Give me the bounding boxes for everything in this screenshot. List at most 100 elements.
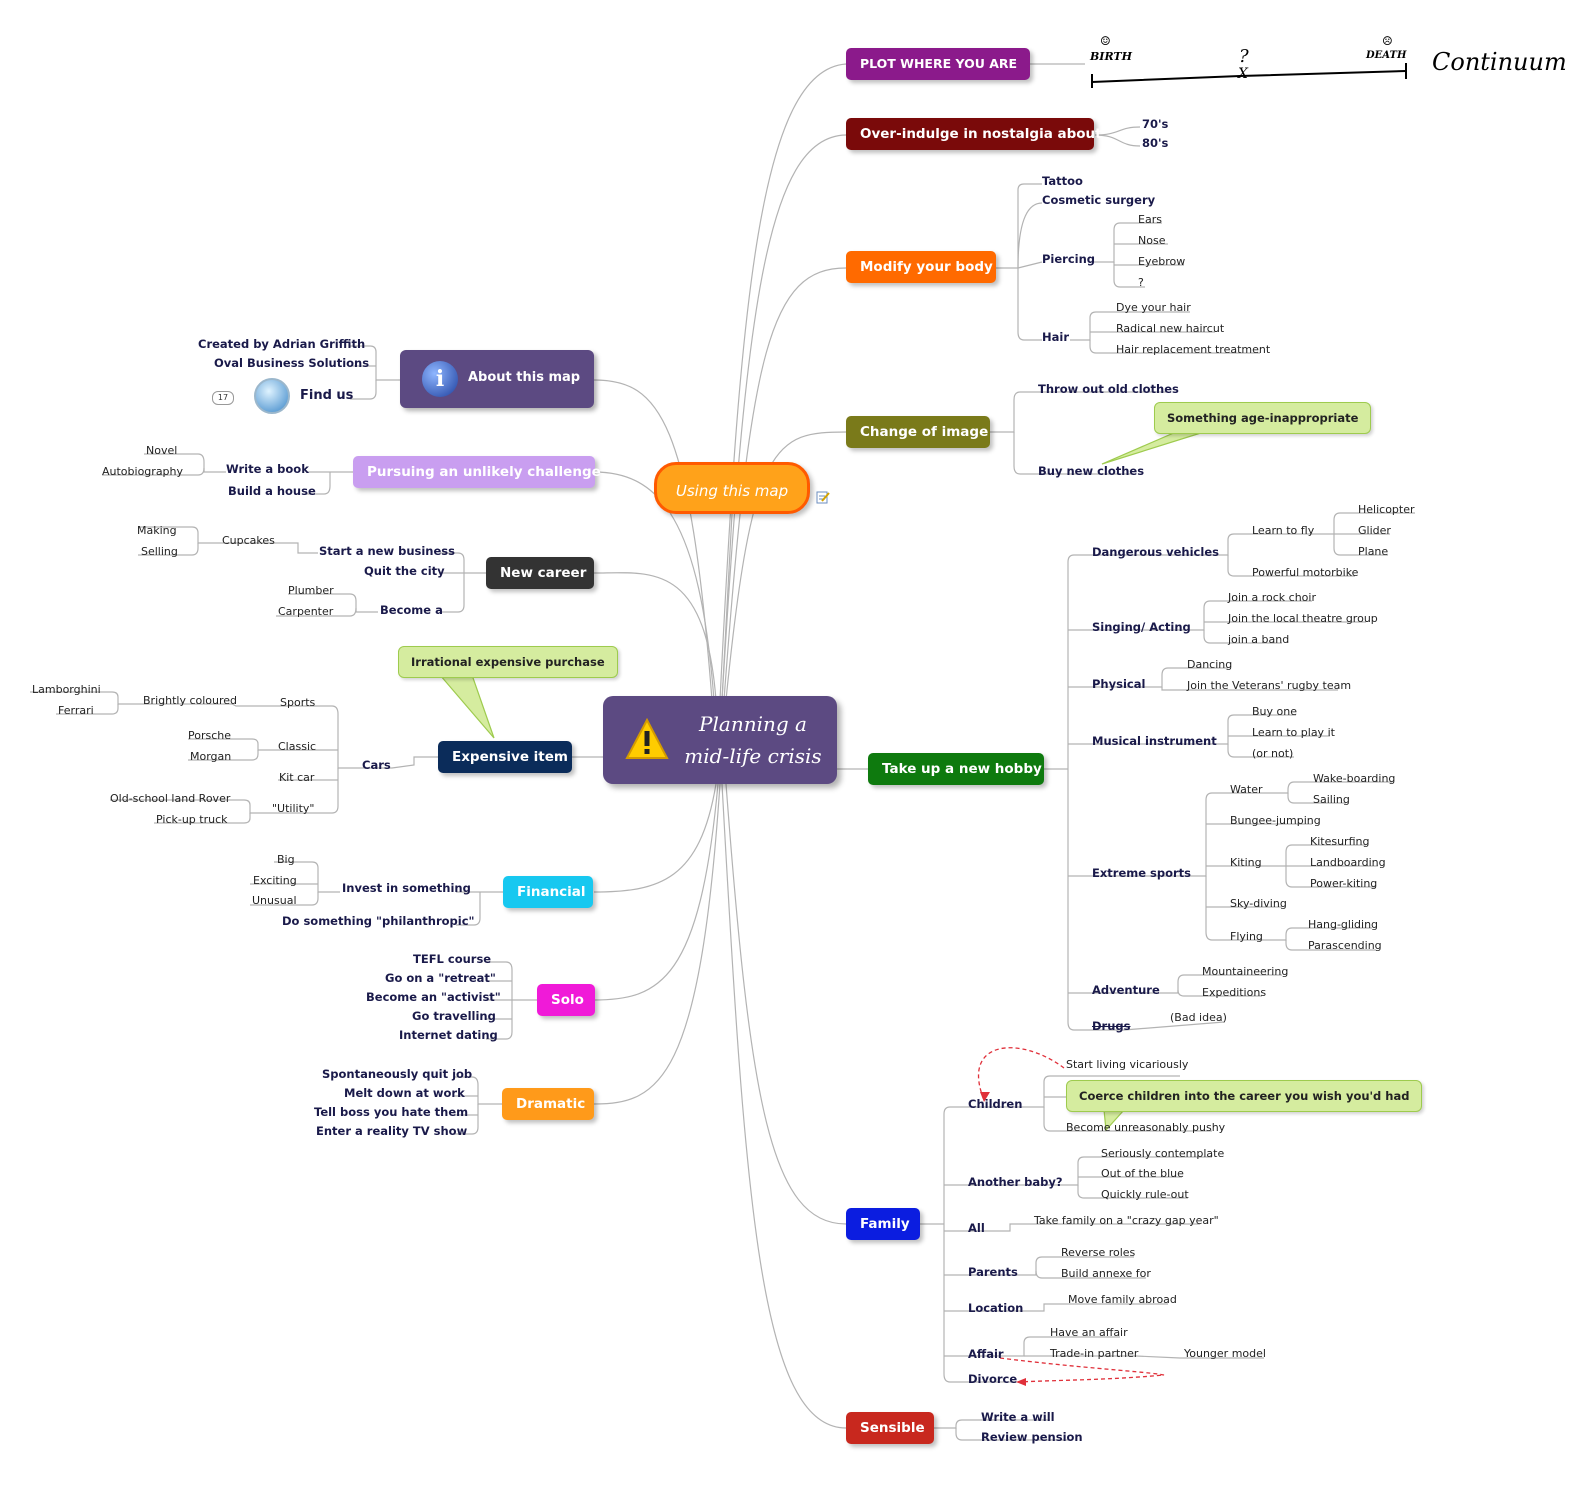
all-item[interactable]: All: [968, 1221, 985, 1235]
piercing-eyebrow[interactable]: Eyebrow: [1138, 255, 1186, 268]
become-plumber[interactable]: Plumber: [288, 584, 334, 597]
solo-branch[interactable]: Solo: [537, 984, 595, 1016]
cars-item[interactable]: Cars: [362, 758, 391, 772]
classic-porsche[interactable]: Porsche: [188, 729, 232, 742]
all-gap-year[interactable]: Take family on a "crazy gap year": [1034, 1214, 1219, 1227]
about-branch[interactable]: i About this map: [400, 350, 594, 408]
using-map-node[interactable]: Using this map: [654, 462, 810, 514]
hair-radical[interactable]: Radical new haircut: [1116, 322, 1225, 335]
solo-travelling[interactable]: Go travelling: [412, 1009, 496, 1023]
children-vicariously[interactable]: Start living vicariously: [1066, 1058, 1189, 1071]
dramatic-tell-boss[interactable]: Tell boss you hate them: [314, 1105, 469, 1119]
current-position-marker[interactable]: X: [1238, 66, 1248, 82]
piercing-other[interactable]: ?: [1138, 276, 1144, 289]
affair-have[interactable]: Have an affair: [1050, 1326, 1128, 1339]
water-wakeboarding[interactable]: Wake-boarding: [1313, 772, 1396, 785]
utility-pickup[interactable]: Pick-up truck: [156, 813, 228, 826]
cosmetic-surgery-item[interactable]: Cosmetic surgery: [1042, 193, 1156, 207]
drugs-item[interactable]: Drugs: [1092, 1019, 1131, 1033]
fly-glider[interactable]: Glider: [1358, 524, 1391, 537]
drugs-bad-idea[interactable]: (Bad idea): [1170, 1011, 1227, 1024]
flying-parascending[interactable]: Parascending: [1308, 939, 1382, 952]
children-pushy[interactable]: Become unreasonably pushy: [1066, 1121, 1226, 1134]
kiting-landboarding[interactable]: Landboarding: [1310, 856, 1386, 869]
parents-reverse-roles[interactable]: Reverse roles: [1061, 1246, 1136, 1259]
musical-buy[interactable]: Buy one: [1252, 705, 1297, 718]
family-branch[interactable]: Family: [846, 1208, 920, 1240]
image-branch[interactable]: Change of image: [846, 416, 990, 448]
kiting-kitesurfing[interactable]: Kitesurfing: [1310, 835, 1370, 848]
piercing-ears[interactable]: Ears: [1138, 213, 1162, 226]
dramatic-quit-job[interactable]: Spontaneously quit job: [322, 1067, 473, 1081]
note-edit-icon[interactable]: [816, 490, 830, 504]
another-baby-item[interactable]: Another baby?: [968, 1175, 1063, 1189]
dangerous-vehicles-item[interactable]: Dangerous vehicles: [1092, 545, 1219, 559]
invest-exciting[interactable]: Exciting: [253, 874, 297, 887]
compass-icon[interactable]: [254, 378, 290, 414]
children-item[interactable]: Children: [968, 1097, 1023, 1111]
sensible-will[interactable]: Write a will: [981, 1410, 1055, 1424]
kiting-powerkiting[interactable]: Power-kiting: [1310, 877, 1378, 890]
cars-classic[interactable]: Classic: [278, 740, 317, 753]
dramatic-branch[interactable]: Dramatic: [502, 1088, 594, 1120]
throw-old-clothes-item[interactable]: Throw out old clothes: [1038, 382, 1179, 396]
extreme-flying[interactable]: Flying: [1230, 930, 1263, 943]
challenge-branch[interactable]: Pursuing an unlikely challenge: [353, 456, 601, 488]
hair-replacement[interactable]: Hair replacement treatment: [1116, 343, 1271, 356]
invest-unusual[interactable]: Unusual: [252, 894, 297, 907]
buy-new-clothes-item[interactable]: Buy new clothes: [1038, 464, 1145, 478]
become-carpenter[interactable]: Carpenter: [278, 605, 334, 618]
motorbike-item[interactable]: Powerful motorbike: [1252, 566, 1359, 579]
dramatic-melt-down[interactable]: Melt down at work: [344, 1086, 465, 1100]
fly-plane[interactable]: Plane: [1358, 545, 1389, 558]
invest-item[interactable]: Invest in something: [342, 881, 471, 895]
central-topic[interactable]: Planning a mid-life crisis: [603, 696, 837, 784]
physical-dancing[interactable]: Dancing: [1187, 658, 1233, 671]
cupcakes-item[interactable]: Cupcakes: [222, 534, 275, 547]
financial-branch[interactable]: Financial: [503, 876, 593, 908]
solo-internet-dating[interactable]: Internet dating: [399, 1028, 498, 1042]
cupcakes-making[interactable]: Making: [137, 524, 177, 537]
fly-helicopter[interactable]: Helicopter: [1358, 503, 1415, 516]
body-branch[interactable]: Modify your body: [846, 251, 996, 283]
physical-item[interactable]: Physical: [1092, 677, 1146, 691]
nostalgia-branch[interactable]: Over-indulge in nostalgia about: [846, 118, 1102, 150]
affair-item[interactable]: Affair: [968, 1347, 1004, 1361]
affair-trade-in[interactable]: Trade-in partner: [1050, 1347, 1139, 1360]
adventure-item[interactable]: Adventure: [1092, 983, 1160, 997]
invest-big[interactable]: Big: [277, 853, 295, 866]
extreme-kiting[interactable]: Kiting: [1230, 856, 1262, 869]
adventure-expeditions[interactable]: Expeditions: [1202, 986, 1267, 999]
solo-retreat[interactable]: Go on a "retreat": [385, 971, 496, 985]
bright-ferrari[interactable]: Ferrari: [58, 704, 94, 717]
become-a-item[interactable]: Become a: [380, 603, 443, 617]
learn-to-fly-item[interactable]: Learn to fly: [1252, 524, 1315, 537]
nostalgia-item-70s[interactable]: 70's: [1142, 117, 1169, 131]
sensible-branch[interactable]: Sensible: [846, 1412, 934, 1444]
location-abroad[interactable]: Move family abroad: [1068, 1293, 1177, 1306]
location-item[interactable]: Location: [968, 1301, 1024, 1315]
baby-contemplate[interactable]: Seriously contemplate: [1101, 1147, 1225, 1160]
physical-rugby[interactable]: Join the Veterans' rugby team: [1187, 679, 1352, 692]
book-autobiography[interactable]: Autobiography: [102, 465, 184, 478]
singing-acting-item[interactable]: Singing/ Acting: [1092, 620, 1191, 634]
book-novel[interactable]: Novel: [146, 444, 178, 457]
write-book-item[interactable]: Write a book: [226, 462, 309, 476]
philanthropic-item[interactable]: Do something "philanthropic": [282, 914, 475, 928]
cars-utility[interactable]: "Utility": [272, 802, 315, 815]
extreme-sports-item[interactable]: Extreme sports: [1092, 866, 1192, 880]
baby-out-of-blue[interactable]: Out of the blue: [1101, 1167, 1184, 1180]
start-business-item[interactable]: Start a new business: [319, 544, 455, 558]
sensible-pension[interactable]: Review pension: [981, 1430, 1083, 1444]
extreme-skydiving[interactable]: Sky-diving: [1230, 897, 1287, 910]
build-house-item[interactable]: Build a house: [228, 484, 316, 498]
affair-younger-model[interactable]: Younger model: [1184, 1347, 1266, 1360]
piercing-nose[interactable]: Nose: [1138, 234, 1166, 247]
solo-tefl[interactable]: TEFL course: [413, 952, 492, 966]
nostalgia-item-80s[interactable]: 80's: [1142, 136, 1169, 150]
adventure-mountaineering[interactable]: Mountaineering: [1202, 965, 1289, 978]
expensive-branch[interactable]: Expensive item: [438, 741, 572, 773]
singing-rock-choir[interactable]: Join a rock choir: [1228, 591, 1316, 604]
flying-hanggliding[interactable]: Hang-gliding: [1308, 918, 1379, 931]
hobby-branch[interactable]: Take up a new hobby: [868, 753, 1044, 785]
